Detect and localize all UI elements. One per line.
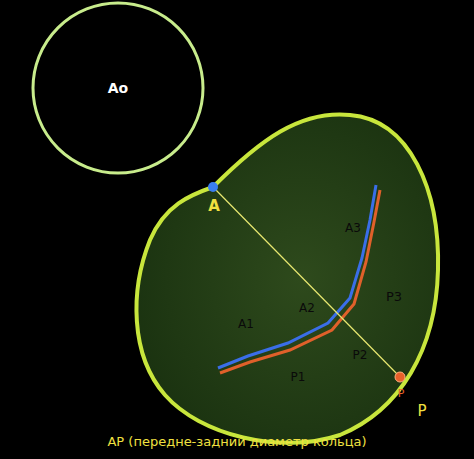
point-label: P (417, 402, 426, 420)
aorta-circle: Ao (31, 1, 205, 175)
anterior-leaflet (218, 185, 376, 368)
point-a (208, 182, 218, 192)
point-label: P (398, 387, 405, 400)
segment-label: P3 (386, 289, 402, 304)
mitral-annulus (136, 114, 438, 442)
segment-label: A3 (345, 221, 361, 235)
segment-label: P1 (291, 370, 306, 384)
node-label: Ao (108, 80, 128, 96)
segment-label: A2 (299, 301, 315, 315)
segment-label: A1 (238, 317, 254, 331)
point-label: A (208, 197, 220, 215)
ap-diameter-line (213, 187, 400, 377)
caption: AP (передне-задний диаметр кольца) (107, 434, 366, 449)
segment-label: P2 (353, 348, 368, 362)
point-p (395, 372, 405, 382)
